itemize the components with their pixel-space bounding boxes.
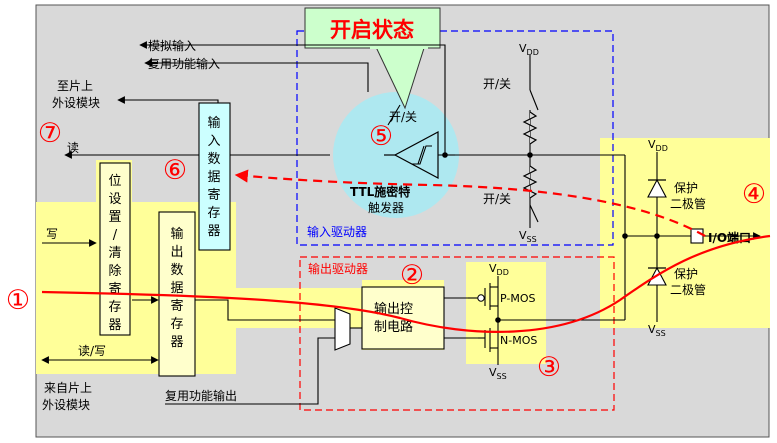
svg-text:出: 出	[170, 245, 183, 260]
pulldown-resistor	[522, 165, 538, 199]
input-driver-border	[296, 30, 614, 246]
output-path	[41, 234, 771, 334]
marker-2: ②	[400, 260, 424, 291]
label-nmos: N-MOS	[500, 334, 537, 347]
label-output-ctrl-line2: 制电路	[374, 319, 413, 335]
label-output-ctrl-line1: 输出控	[374, 301, 413, 317]
label-protect-top-line1: 保护	[674, 181, 698, 195]
pullup-switch	[529, 89, 539, 111]
input-path	[234, 169, 706, 237]
svg-text:据: 据	[207, 170, 220, 185]
svg-text:VSS: VSS	[648, 323, 666, 338]
supply-labels: VDD VSS VDD VSS VDD VSS	[489, 42, 668, 381]
svg-text:/: /	[113, 228, 118, 243]
marker-4: ④	[742, 179, 766, 210]
input-data-register-text: 输 入 数 据 寄 存 器	[207, 115, 220, 239]
svg-text:除: 除	[108, 264, 121, 279]
svg-text:寄: 寄	[170, 298, 183, 314]
label-analog-input: 模拟输入	[148, 38, 196, 53]
svg-text:VDD: VDD	[519, 42, 539, 57]
callout-title: 开启状态	[330, 18, 414, 42]
label-from-onchip-line2: 外设模块	[42, 398, 90, 412]
label-io-port: I/O端口	[708, 230, 751, 245]
label-switch-pulldown: 开/关	[483, 192, 511, 206]
marker-1: ①	[6, 285, 30, 316]
svg-text:数: 数	[170, 263, 183, 278]
svg-text:入: 入	[207, 134, 220, 149]
marker-5: ⑤	[369, 121, 393, 152]
svg-text:VDD: VDD	[489, 262, 509, 277]
svg-text:存: 存	[170, 317, 183, 332]
label-protect-bottom-line2: 二极管	[670, 282, 706, 297]
label-ttl-line2: 触发器	[368, 200, 404, 215]
schmitt-trigger	[384, 130, 439, 180]
callout-bubble	[304, 7, 441, 49]
svg-text:设: 设	[108, 192, 121, 207]
switches	[387, 89, 539, 223]
label-alt-func-output: 复用功能输出	[165, 388, 237, 403]
pmos-gate-bubble	[477, 294, 485, 302]
svg-text:置: 置	[108, 210, 121, 225]
svg-text:数: 数	[207, 152, 220, 167]
schmitt-switch	[387, 104, 401, 126]
marker-3: ③	[537, 352, 561, 383]
svg-text:VDD: VDD	[648, 138, 668, 153]
label-input-driver: 输入驱动器	[307, 224, 367, 239]
output-control-circuit	[361, 286, 445, 350]
svg-text:存: 存	[207, 206, 220, 221]
output-data-register-text: 输 出 数 据 寄 存 器	[170, 226, 183, 350]
output-driver-border	[299, 256, 615, 411]
svg-text:寄: 寄	[207, 187, 220, 203]
svg-text:VSS: VSS	[519, 229, 537, 244]
svg-text:器: 器	[207, 224, 220, 239]
svg-text:输: 输	[207, 115, 220, 131]
callout-joint	[370, 44, 428, 49]
bit-set-reset-register	[99, 162, 131, 336]
label-to-onchip-line2: 外设模块	[52, 96, 100, 110]
marker-6: ⑥	[163, 155, 187, 186]
label-protect-bottom-line1: 保护	[674, 267, 698, 281]
pulldown-switch	[529, 204, 539, 223]
label-write: 写	[46, 227, 58, 241]
label-output-driver: 输出驱动器	[308, 261, 368, 276]
label-read-write: 读/写	[78, 344, 106, 358]
svg-text:清: 清	[108, 246, 121, 261]
svg-text:据: 据	[170, 281, 183, 296]
output-data-register	[158, 211, 196, 377]
bit-set-reset-text: 位 设 置 / 清 除 寄 存 器	[108, 174, 121, 333]
label-read: 读	[67, 141, 79, 155]
marker-7: ⑦	[38, 118, 62, 149]
pullup-resistor	[522, 111, 538, 145]
label-to-onchip-line1: 至片上	[57, 79, 93, 93]
svg-text:器: 器	[108, 318, 121, 333]
junction-dots	[442, 152, 660, 323]
svg-text:VSS: VSS	[489, 366, 507, 381]
label-switch-pullup: 开/关	[483, 77, 511, 91]
svg-text:输: 输	[170, 226, 183, 242]
label-ttl-line1: TTL施密特	[350, 184, 410, 199]
label-switch-schmitt: 开/关	[389, 110, 417, 124]
label-alt-func-input: 复用功能输入	[148, 56, 220, 71]
svg-text:器: 器	[170, 335, 183, 350]
output-mux	[334, 307, 351, 351]
label-protect-top-line2: 二极管	[670, 196, 706, 211]
io-pad	[690, 228, 704, 244]
protect-diode-top	[647, 178, 667, 198]
svg-text:位: 位	[108, 174, 121, 189]
svg-text:存: 存	[108, 300, 121, 315]
label-pmos: P-MOS	[500, 292, 536, 305]
label-from-onchip-line1: 来自片上	[44, 381, 92, 395]
input-data-register	[198, 102, 231, 251]
